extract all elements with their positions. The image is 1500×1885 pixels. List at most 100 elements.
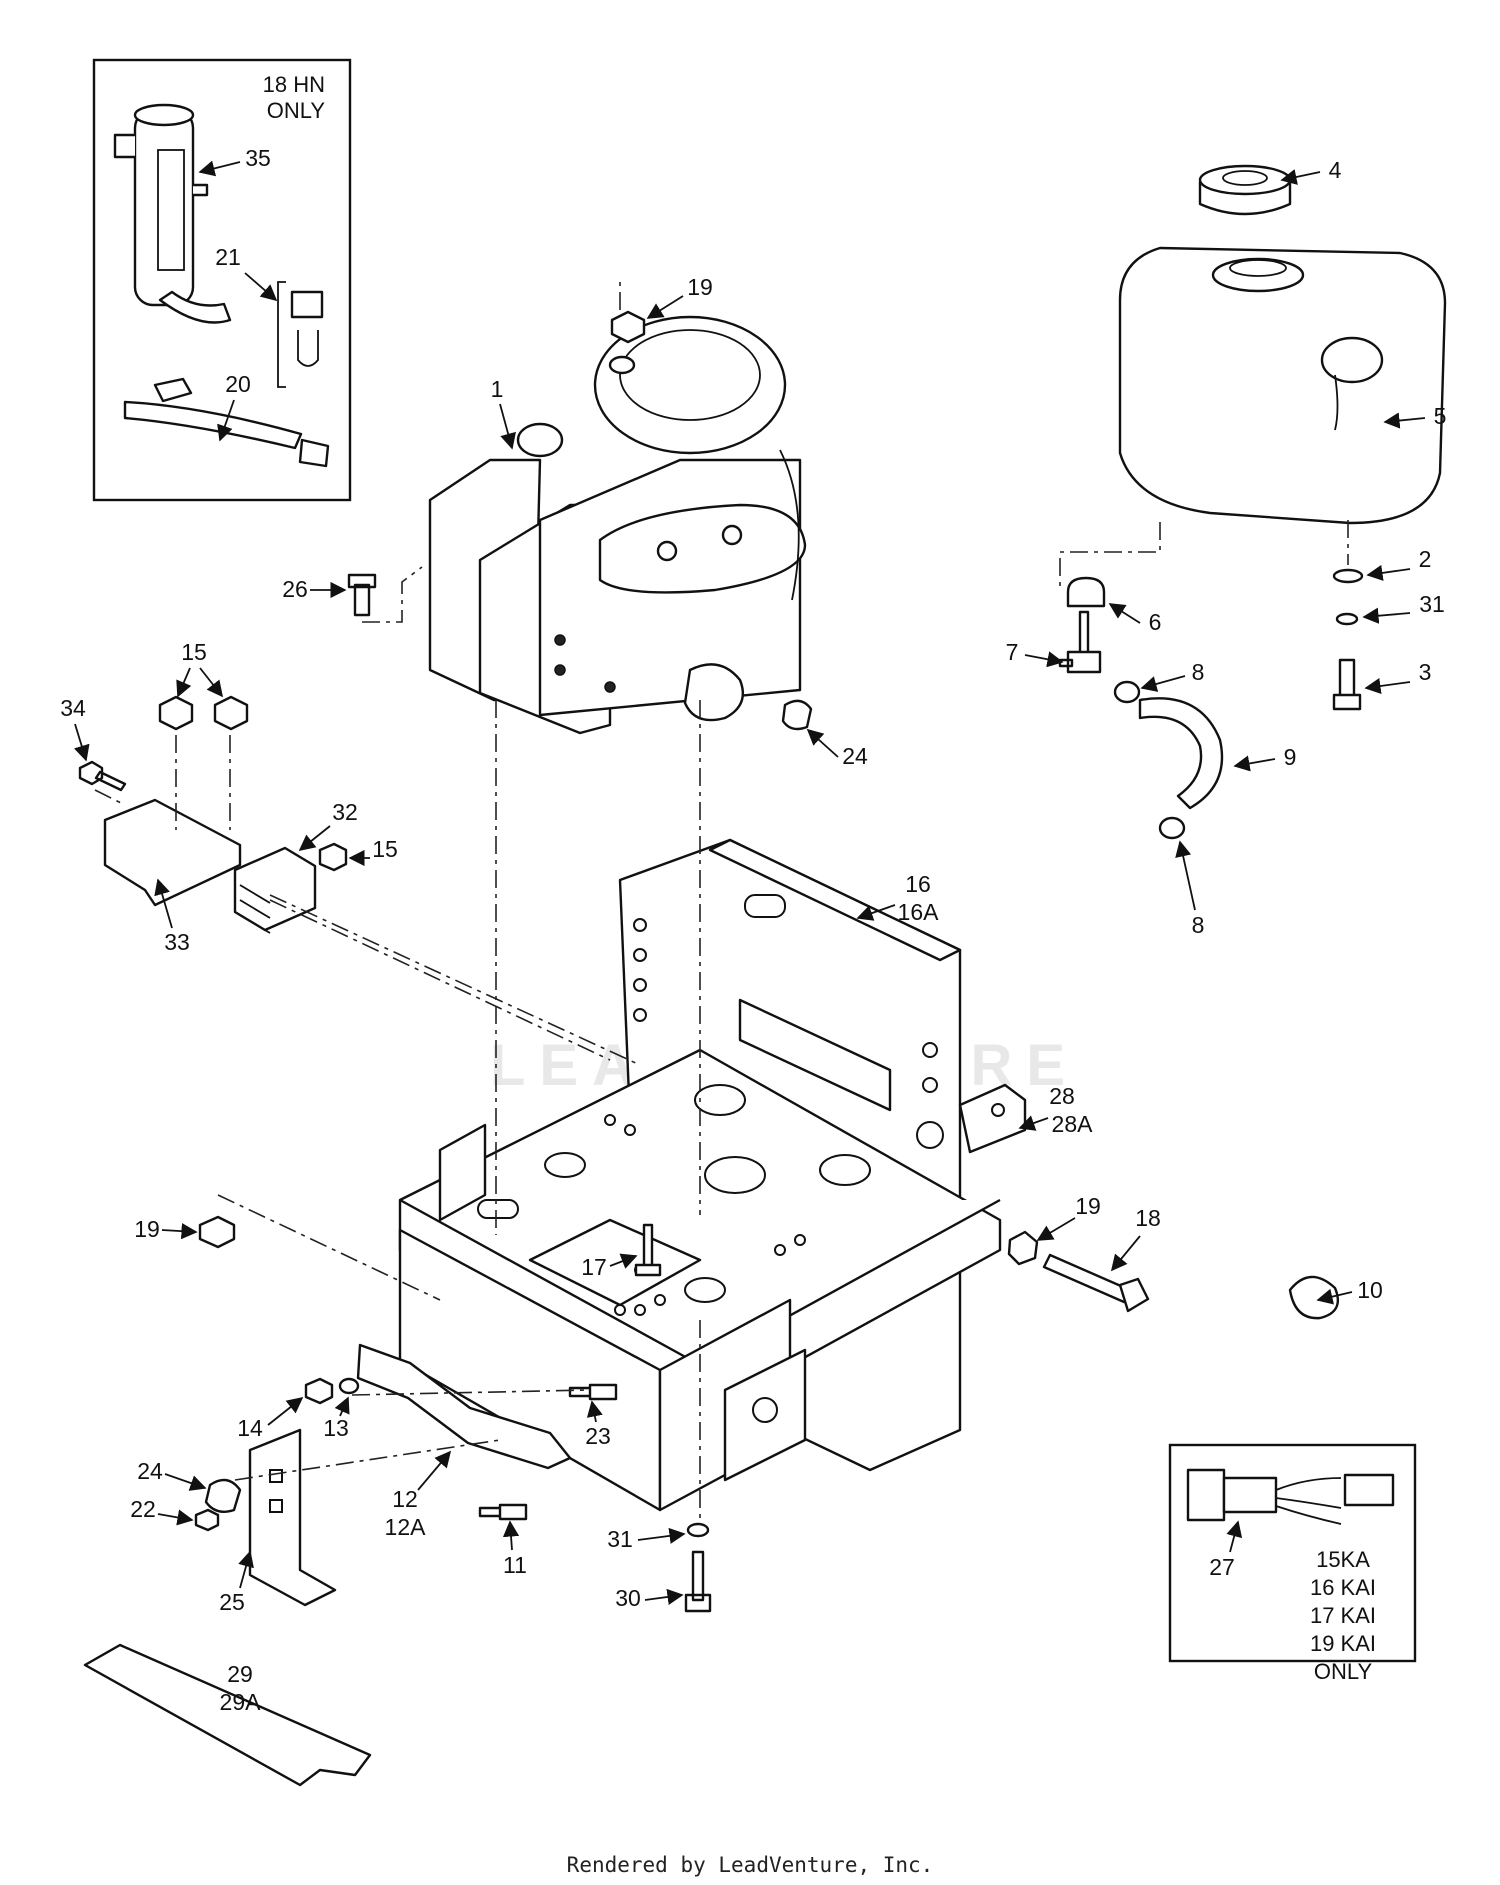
- callout-30: 30: [615, 1585, 641, 1611]
- callout-12: 12: [392, 1486, 418, 1512]
- callout-24-upper: 24: [842, 743, 868, 769]
- nut-part-22: [194, 1508, 220, 1532]
- nut-part-19-right: [1007, 1230, 1039, 1266]
- callout-32: 32: [332, 799, 358, 825]
- callout-16a: 16A: [898, 899, 940, 925]
- callout-7: 7: [1006, 639, 1019, 665]
- inset-note-line1: 18 HN: [263, 72, 325, 97]
- callout-28a: 28A: [1052, 1111, 1094, 1137]
- callouts: 1 2 3 4 5 6 7 8 8 9 10 11 12: [60, 145, 1446, 1715]
- alignment-lines: [94, 280, 701, 1525]
- callout-27: 27: [1209, 1554, 1235, 1580]
- callout-29: 29: [227, 1661, 253, 1687]
- callout-8-lower: 8: [1192, 912, 1205, 938]
- callout-5: 5: [1434, 403, 1447, 429]
- callout-15-right: 15: [372, 836, 398, 862]
- lockwasher-part-31-lower: [686, 1522, 710, 1538]
- fuel-line-part-9: [1138, 697, 1224, 810]
- clamp-part-8-lower: [1158, 816, 1186, 840]
- rendered-by-footer: Rendered by LeadVenture, Inc.: [566, 1853, 934, 1877]
- bolt-part-18: [1042, 1253, 1150, 1313]
- nut-part-14: [304, 1377, 334, 1405]
- callout-19-left: 19: [134, 1216, 160, 1242]
- callout-2: 2: [1419, 546, 1432, 572]
- harness-inset-frame: [1168, 1443, 1417, 1663]
- callout-9: 9: [1284, 744, 1297, 770]
- bolt-part-3: [1332, 658, 1362, 711]
- nut-part-15-left-a: [158, 695, 194, 731]
- bolt-part-34: [78, 760, 127, 792]
- callout-16: 16: [905, 871, 931, 897]
- harness-note-line2: 16 KAI: [1310, 1575, 1376, 1600]
- washer-part-2: [1332, 568, 1364, 584]
- plate-part-29: [83, 1643, 372, 1787]
- nut-part-15-right: [318, 842, 348, 872]
- callout-24-lower: 24: [137, 1458, 163, 1484]
- bolt-part-23: [568, 1383, 618, 1401]
- callout-10: 10: [1357, 1277, 1383, 1303]
- callout-31-right: 31: [1419, 591, 1445, 617]
- bracket-part-12: [356, 1343, 572, 1470]
- harness-note-line3: 17 KAI: [1310, 1603, 1376, 1628]
- callout-31-bottom: 31: [607, 1526, 633, 1552]
- bolt-part-11: [478, 1503, 528, 1521]
- valve-part-7: [1058, 610, 1102, 674]
- callout-4: 4: [1329, 157, 1342, 183]
- bracket-part-25: [248, 1428, 337, 1607]
- fuel-tank-part-5: [1118, 246, 1447, 525]
- callout-21: 21: [215, 244, 241, 270]
- nut-part-19-left: [198, 1215, 236, 1249]
- muffler-inset-frame: [92, 58, 352, 502]
- harness-inset: 15KA 16 KAI 17 KAI 19 KAI ONLY: [1168, 1443, 1417, 1684]
- callout-28: 28: [1049, 1083, 1075, 1109]
- nut-part-15-left-b: [213, 695, 249, 731]
- callout-22: 22: [130, 1496, 156, 1522]
- callout-14: 14: [237, 1415, 263, 1441]
- exhaust-pipe-part-20: [123, 377, 330, 468]
- fuel-cap-part-4: [1198, 164, 1292, 216]
- callout-19-top: 19: [687, 274, 713, 300]
- inset-note-line2: ONLY: [267, 98, 326, 123]
- chassis-frame-part-16: [398, 838, 1002, 1512]
- callout-35: 35: [245, 145, 271, 171]
- callout-19-right: 19: [1075, 1193, 1101, 1219]
- clamp-part-8-upper: [1113, 680, 1141, 704]
- muffler-inset: 18 HN ONLY: [92, 58, 352, 502]
- bracket-part-28: [958, 1083, 1027, 1154]
- callout-13: 13: [323, 1415, 349, 1441]
- harness-part-27: [1186, 1468, 1395, 1525]
- callout-25: 25: [219, 1589, 245, 1615]
- callout-33: 33: [164, 929, 190, 955]
- callout-15-top: 15: [181, 639, 207, 665]
- callout-23: 23: [585, 1423, 611, 1449]
- callout-1: 1: [491, 376, 504, 402]
- washer-part-13: [338, 1377, 360, 1395]
- engine-part-1: [428, 315, 807, 735]
- callout-12a: 12A: [385, 1514, 427, 1540]
- clamp-part-24-lower: [204, 1478, 242, 1513]
- harness-note-line4: 19 KAI: [1310, 1631, 1376, 1656]
- muffler-part-35: [113, 103, 232, 324]
- harness-note-line5: ONLY: [1314, 1659, 1373, 1684]
- lockwasher-part-31: [1335, 612, 1359, 626]
- callout-29a: 29A: [220, 1689, 262, 1715]
- harness-note-line1: 15KA: [1316, 1547, 1370, 1572]
- callout-3: 3: [1419, 659, 1432, 685]
- callout-6: 6: [1149, 609, 1162, 635]
- clamp-part-21: [277, 281, 324, 388]
- nut-part-19-top: [610, 310, 646, 344]
- callout-20: 20: [225, 371, 251, 397]
- clamp-part-24-upper: [781, 699, 813, 731]
- callout-11: 11: [503, 1552, 527, 1578]
- damper-part-32: [233, 846, 317, 934]
- bolt-part-30: [684, 1550, 712, 1613]
- bushing-part-6: [1066, 576, 1106, 608]
- tank-hardware: [1058, 520, 1364, 840]
- retaining-ring-part-10: [1288, 1275, 1340, 1320]
- callout-34: 34: [60, 695, 86, 721]
- bolt-part-26: [347, 573, 377, 617]
- callout-26: 26: [282, 576, 308, 602]
- callout-17: 17: [581, 1254, 607, 1280]
- bolt-part-17: [634, 1223, 662, 1277]
